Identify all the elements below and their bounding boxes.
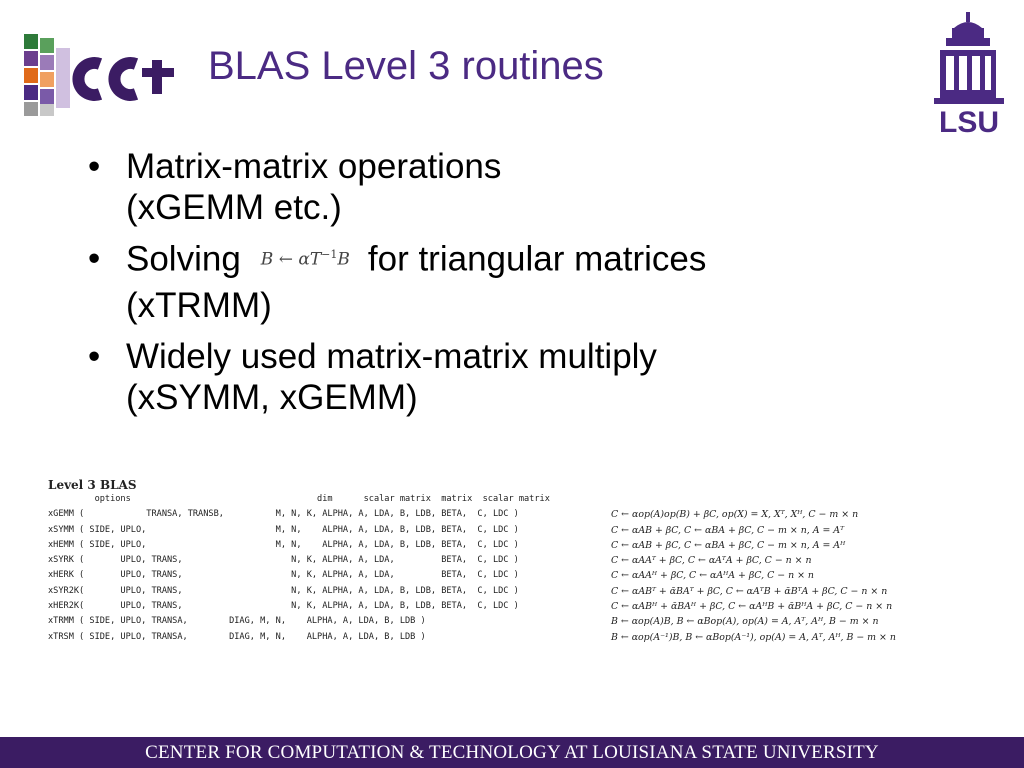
bullet-dot-icon: • bbox=[88, 147, 101, 186]
blas-row: xHERK ( UPLO, TRANS, N, K, ALPHA, A, LDA… bbox=[48, 570, 814, 582]
blas-table: Level 3 BLAS options dim scalar matrix m… bbox=[48, 478, 998, 647]
bullet-item: • Matrix-matrix operations (xGEMM etc.) bbox=[84, 146, 984, 228]
bullet-text-continued: (xTRMM) bbox=[126, 285, 272, 325]
bullet-text: Solving bbox=[126, 239, 241, 279]
blas-row: xHEMM ( SIDE, UPLO, M, N, ALPHA, A, LDA,… bbox=[48, 539, 846, 551]
bullet-text-continued: (xGEMM etc.) bbox=[126, 188, 342, 227]
blas-row: xSYRK ( UPLO, TRANS, N, K, ALPHA, A, LDA… bbox=[48, 555, 812, 567]
blas-row: xHER2K( UPLO, TRANS, N, K, ALPHA, A, LDA… bbox=[48, 601, 893, 613]
blas-table-title: Level 3 BLAS bbox=[48, 478, 137, 492]
bullet-text-continued: (xSYMM, xGEMM) bbox=[126, 377, 418, 417]
slide-title: BLAS Level 3 routines bbox=[208, 44, 604, 88]
blas-row: xTRSM ( SIDE, UPLO, TRANSA, DIAG, M, N, … bbox=[48, 631, 896, 643]
bullet-list: • Matrix-matrix operations (xGEMM etc.) … bbox=[84, 146, 984, 428]
bullet-text: Widely used matrix-matrix multiply bbox=[126, 336, 657, 376]
math-formula: B ← αT−1B bbox=[260, 248, 350, 270]
cct-logo bbox=[24, 34, 184, 118]
blas-table-header: options dim scalar matrix matrix scalar … bbox=[48, 494, 550, 504]
blas-row: xSYMM ( SIDE, UPLO, M, N, ALPHA, A, LDA,… bbox=[48, 524, 845, 536]
bullet-item: • Widely used matrix-matrix multiply (xS… bbox=[84, 336, 984, 418]
bullet-dot-icon: • bbox=[88, 239, 101, 278]
bullet-dot-icon: • bbox=[88, 336, 101, 376]
blas-row: xSYR2K( UPLO, TRANS, N, K, ALPHA, A, LDA… bbox=[48, 585, 888, 597]
bullet-text: for triangular matrices bbox=[367, 239, 707, 279]
blas-row: xGEMM ( TRANSA, TRANSB, M, N, K, ALPHA, … bbox=[48, 509, 859, 521]
lsu-logo: LSU bbox=[926, 12, 1012, 139]
bullet-text: Matrix-matrix operations bbox=[126, 147, 502, 186]
blas-row: xTRMM ( SIDE, UPLO, TRANSA, DIAG, M, N, … bbox=[48, 616, 879, 628]
footer-banner: CENTER FOR COMPUTATION & TECHNOLOGY AT L… bbox=[0, 737, 1024, 768]
bullet-item: • Solving B ← αT−1B for triangular matrice… bbox=[84, 238, 984, 326]
lsu-wordmark: LSU bbox=[939, 106, 999, 136]
